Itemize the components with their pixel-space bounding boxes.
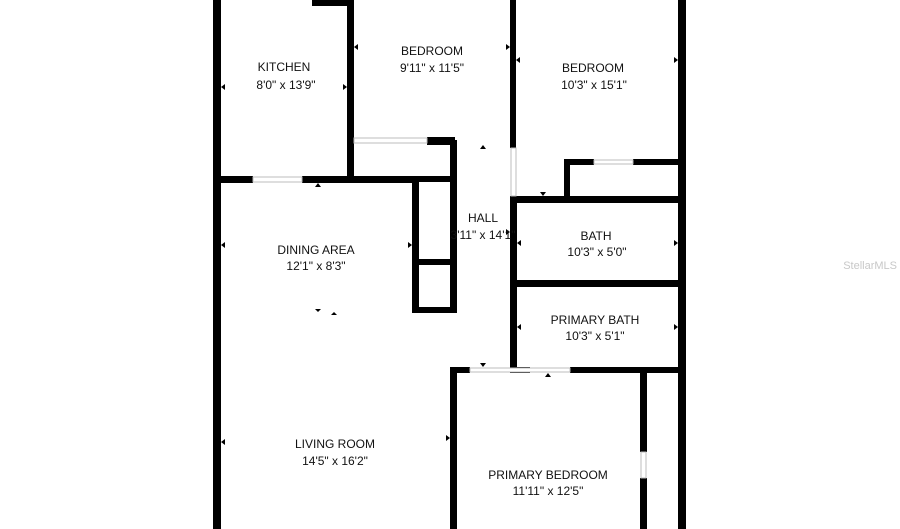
door-bedroom1 <box>353 137 428 144</box>
room-dimensions: 10'3" x 15'1" <box>561 78 627 92</box>
wall-hall-closet-top <box>412 176 452 182</box>
marker <box>480 363 486 367</box>
wall-primary-closet-lower <box>640 478 647 529</box>
outer-wall-left <box>213 0 221 529</box>
room-dimensions: 8'0" x 13'9" <box>256 78 315 92</box>
wall-primary-bath-bottom-right <box>570 367 686 373</box>
marker <box>540 192 546 196</box>
door-closet <box>593 159 634 165</box>
marker <box>480 145 486 149</box>
marker <box>331 312 337 315</box>
room-name: DINING AREA <box>277 243 354 257</box>
openings <box>252 137 647 479</box>
wall-kitchen-notch <box>312 0 352 6</box>
watermark: StellarMLS <box>843 260 897 272</box>
door-kitchen-dining <box>252 176 303 183</box>
marker <box>517 240 521 246</box>
room-dimensions: 9'11" x 11'5" <box>400 61 464 75</box>
room-dimensions: 10'3" x 5'0" <box>567 245 626 259</box>
room-living-room: LIVING ROOM 14'5" x 16'2" <box>295 437 375 468</box>
room-kitchen: KITCHEN 8'0" x 13'9" <box>256 60 315 92</box>
room-dimensions: 11'11" x 12'5" <box>513 484 584 498</box>
marker <box>354 44 358 50</box>
wall-closet-left <box>564 159 570 203</box>
room-bath: BATH 10'3" x 5'0" <box>567 229 626 259</box>
wall-living-primary-bedroom <box>450 367 457 529</box>
room-hall: HALL 3'11" x 14'1" <box>451 211 516 242</box>
outer-wall-right <box>678 0 686 529</box>
room-name: PRIMARY BEDROOM <box>488 468 608 482</box>
wall-closet-top-right <box>633 159 686 165</box>
marker <box>674 324 678 330</box>
door-bedroom2 <box>510 147 517 197</box>
room-name: HALL <box>468 211 498 225</box>
room-bedroom-1: BEDROOM 9'11" x 11'5" <box>400 44 464 75</box>
dimension-markers <box>221 44 678 445</box>
room-dimensions: 14'5" x 16'2" <box>302 454 368 468</box>
marker <box>545 373 551 377</box>
room-dimensions: 12'1" x 8'3" <box>286 259 345 273</box>
marker <box>315 309 321 312</box>
wall-kitchen-bedroom <box>347 0 354 180</box>
wall-bedroom1-closet <box>347 140 352 180</box>
marker <box>674 240 678 246</box>
room-name: BEDROOM <box>562 61 624 75</box>
wall-hall-closet-bottom <box>412 307 457 313</box>
room-name: KITCHEN <box>258 60 311 74</box>
wall-bedroom2-bottom <box>510 196 686 203</box>
marker <box>315 183 321 187</box>
walls <box>213 0 686 529</box>
wall-hall-closet-mid <box>412 259 452 265</box>
marker <box>446 435 450 441</box>
marker <box>221 439 225 445</box>
wall-bedroom-bedroom <box>510 0 516 148</box>
door-primary-bedroom <box>469 367 571 373</box>
marker <box>506 44 510 50</box>
wall-primary-bedroom-top <box>450 367 470 373</box>
room-name: PRIMARY BATH <box>551 313 640 327</box>
wall-bedroom1-bottom <box>427 137 455 145</box>
marker <box>516 57 520 63</box>
room-name: BEDROOM <box>401 44 463 58</box>
marker <box>674 57 678 63</box>
room-name: LIVING ROOM <box>295 437 375 451</box>
marker <box>343 84 347 90</box>
marker <box>506 229 510 235</box>
room-dining-area: DINING AREA 12'1" x 8'3" <box>277 243 354 273</box>
marker <box>428 141 434 145</box>
wall-hall-closet-left <box>412 176 419 313</box>
room-dimensions: 10'3" x 5'1" <box>565 329 624 343</box>
room-primary-bedroom: PRIMARY BEDROOM 11'11" x 12'5" <box>488 468 608 498</box>
door-primary-closet <box>640 451 647 479</box>
room-dimensions: 3'11" x 14'1" <box>451 228 516 242</box>
room-bedroom-2: BEDROOM 10'3" x 15'1" <box>561 61 627 92</box>
wall-kitchen-dining-right <box>302 176 417 183</box>
wall-primary-closet-upper <box>640 367 647 452</box>
wall-closet-top-left <box>564 159 594 165</box>
marker <box>221 242 225 248</box>
room-name: BATH <box>580 229 611 243</box>
wall-kitchen-dining-left <box>213 176 253 183</box>
marker <box>221 84 225 90</box>
wall-hall-left <box>450 140 457 313</box>
marker <box>517 324 521 330</box>
wall-bath-primary-bath <box>510 280 686 287</box>
room-labels: KITCHEN 8'0" x 13'9" BEDROOM 9'11" x 11'… <box>256 44 639 498</box>
room-primary-bath: PRIMARY BATH 10'3" x 5'1" <box>551 313 640 343</box>
marker <box>408 242 412 248</box>
